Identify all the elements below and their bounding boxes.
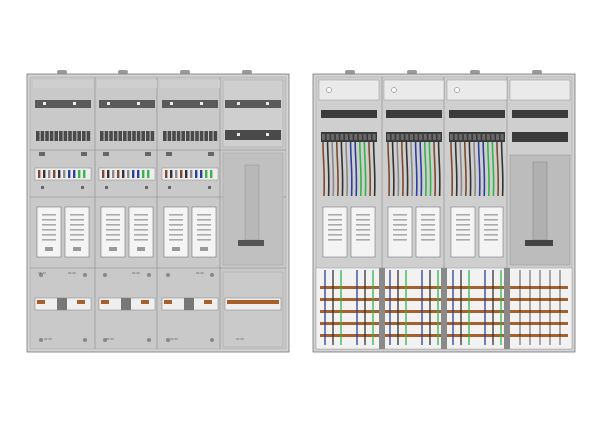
right-cabinet xyxy=(312,70,576,353)
busbar-support xyxy=(504,268,510,349)
field-tag: XX XX xyxy=(196,271,204,275)
wire-bundle xyxy=(322,141,376,197)
energy-meter xyxy=(478,206,504,258)
breaker-row xyxy=(100,131,155,141)
field-tag: XX XX xyxy=(106,337,114,341)
breaker-row xyxy=(386,132,442,142)
terminal-strip xyxy=(161,167,219,181)
energy-meter xyxy=(191,206,217,258)
main-switch xyxy=(34,297,92,311)
breaker-row xyxy=(321,132,377,142)
wire-bundle xyxy=(450,141,504,197)
breaker-row xyxy=(36,131,91,141)
field-tag: XX XX xyxy=(44,337,52,341)
din-rail xyxy=(321,110,377,118)
energy-meter xyxy=(163,206,189,258)
energy-meter xyxy=(415,206,441,258)
din-rail xyxy=(35,100,91,108)
energy-meter xyxy=(36,206,62,258)
energy-meter xyxy=(387,206,413,258)
meter-field-3 xyxy=(160,80,220,342)
energy-meter xyxy=(322,206,348,258)
field-tag: XX XX xyxy=(236,337,244,341)
field-tag: XX XX xyxy=(38,271,46,275)
field-tag: XX XX xyxy=(170,337,178,341)
main-switch xyxy=(98,297,156,311)
energy-meter xyxy=(350,206,376,258)
breaker-row xyxy=(449,132,505,142)
energy-meter xyxy=(450,206,476,258)
energy-meter xyxy=(64,206,90,258)
column-4-upper xyxy=(222,79,284,266)
field-tag: XX XX xyxy=(132,271,140,275)
meter-field-1 xyxy=(33,80,93,342)
busbar-field xyxy=(315,267,573,350)
main-switch xyxy=(161,297,219,311)
din-rail xyxy=(99,100,155,108)
meter-field-2 xyxy=(97,80,157,342)
din-rail xyxy=(386,110,442,118)
column-4-lower xyxy=(222,271,284,348)
busbar-support xyxy=(379,268,385,349)
breaker-row xyxy=(163,131,218,141)
din-rail xyxy=(162,100,218,108)
wire-bundle xyxy=(387,141,441,197)
energy-meter xyxy=(100,206,126,258)
energy-meter xyxy=(128,206,154,258)
left-cabinet xyxy=(26,70,290,353)
top-fixing-knobs xyxy=(57,70,252,74)
meter-field-interior-2 xyxy=(383,79,445,340)
column-4-interior xyxy=(509,79,571,266)
field-tag: XX XX xyxy=(68,271,76,275)
meter-field-interior-1 xyxy=(318,79,380,340)
terminal-strip xyxy=(98,167,156,181)
busbar-support xyxy=(441,268,447,349)
top-fixing-knobs xyxy=(345,70,542,74)
terminal-strip xyxy=(34,167,92,181)
din-rail xyxy=(449,110,505,118)
